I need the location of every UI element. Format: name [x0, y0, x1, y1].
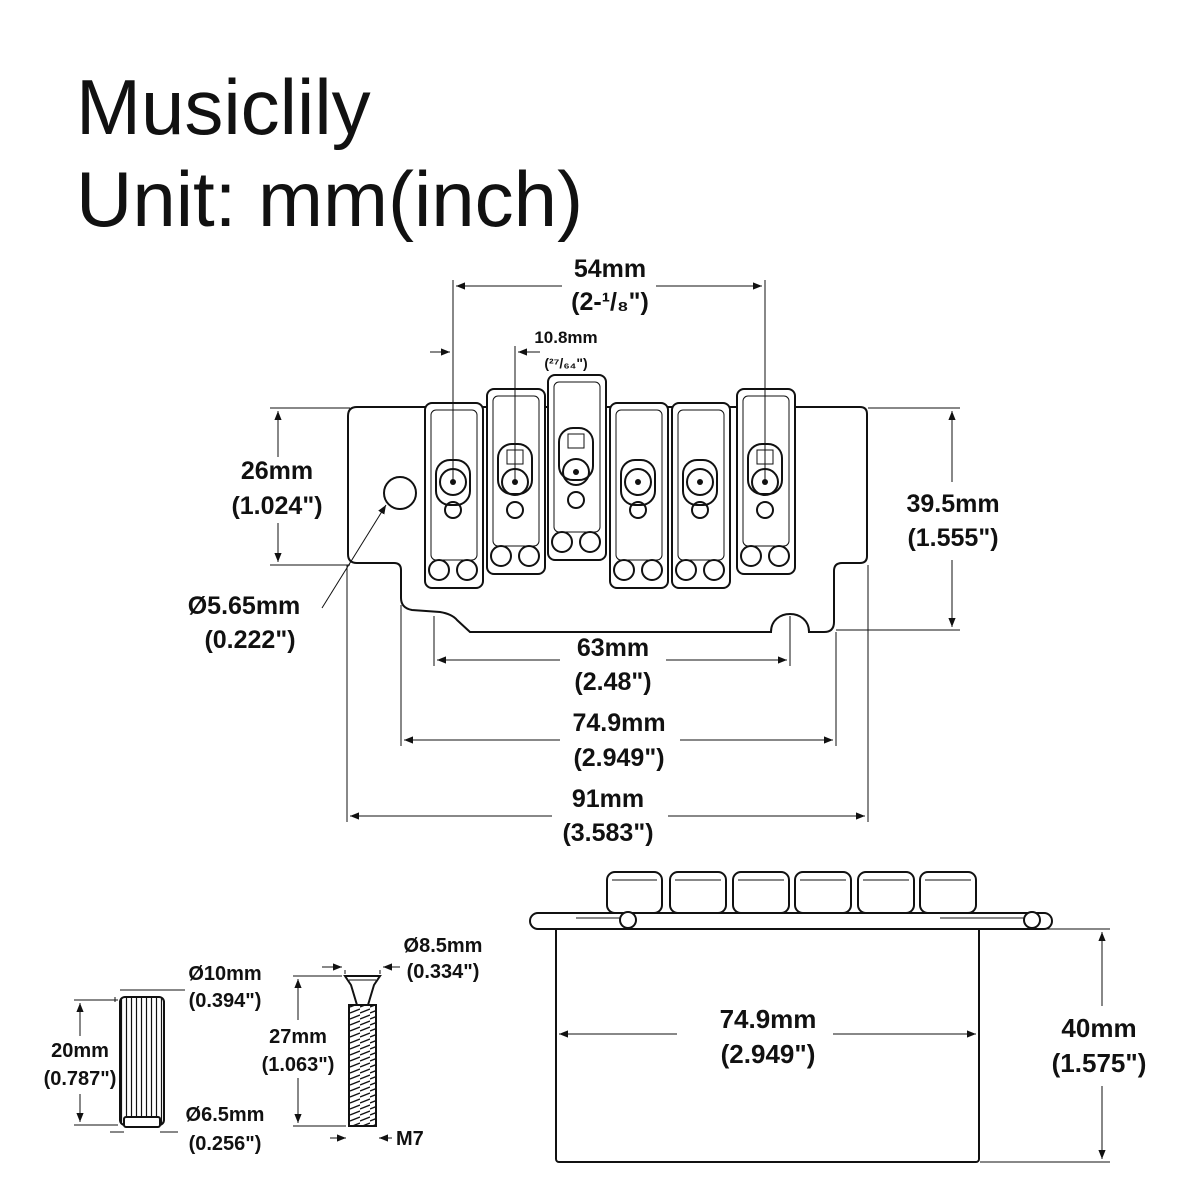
hole-spacing-inch: (1.024")	[231, 492, 322, 520]
screw-length-mm: 27mm	[269, 1026, 327, 1048]
side-width-mm: 74.9mm	[720, 1004, 817, 1034]
stud-height-mm: 20mm	[51, 1040, 109, 1062]
stud-height-inch: (0.787")	[44, 1068, 117, 1090]
mounting-hole	[383, 476, 417, 510]
bridge-side-view	[529, 871, 1110, 1163]
bridge-top-view	[270, 280, 960, 822]
base-plate-outline	[347, 406, 868, 633]
string-spacing-inch: (2-¹/₈")	[571, 288, 649, 316]
screw-thread-label: M7	[396, 1128, 424, 1150]
hole-diameter-inch: (0.222")	[204, 626, 295, 654]
side-width-inch: (2.949")	[721, 1039, 816, 1069]
stud-drawing	[74, 989, 185, 1133]
dimension-lines	[270, 280, 960, 822]
brand-title: Musiclily	[76, 63, 371, 151]
saddle-5	[671, 402, 731, 589]
saddle-2	[486, 388, 546, 575]
side-height-mm: 40mm	[1061, 1013, 1136, 1043]
saddle-3	[547, 374, 607, 561]
saddle-4	[609, 402, 669, 589]
hole-spacing-mm: 26mm	[241, 457, 313, 485]
stud-top-diameter-mm: Ø10mm	[188, 963, 261, 985]
stud-bottom-diameter-mm: Ø6.5mm	[186, 1104, 265, 1126]
side-height-inch: (1.575")	[1052, 1048, 1147, 1078]
total-width-inch: (3.583")	[562, 819, 653, 847]
depth-mm: 39.5mm	[906, 490, 999, 518]
screw-head-diameter-inch: (0.334")	[407, 961, 480, 983]
stud-spacing-inch: (2.48")	[574, 668, 651, 696]
body-width-mm: 74.9mm	[572, 709, 665, 737]
saddle-width-inch: (²⁷/₆₄")	[544, 355, 587, 371]
hole-diameter-mm: Ø5.65mm	[188, 592, 301, 620]
stud-bottom-diameter-inch: (0.256")	[189, 1133, 262, 1155]
screw-drawing	[293, 963, 400, 1142]
unit-title: Unit: mm(inch)	[76, 155, 584, 243]
body-width-inch: (2.949")	[573, 744, 664, 772]
saddle-1	[424, 402, 484, 589]
screw-length-inch: (1.063")	[262, 1054, 335, 1076]
saddle-width-mm: 10.8mm	[534, 328, 597, 347]
saddle-6	[736, 388, 796, 575]
total-width-mm: 91mm	[572, 785, 644, 813]
string-spacing-mm: 54mm	[574, 255, 646, 283]
stud-spacing-mm: 63mm	[577, 634, 649, 662]
stud-top-diameter-inch: (0.394")	[189, 990, 262, 1012]
screw-head-diameter-mm: Ø8.5mm	[404, 935, 483, 957]
depth-inch: (1.555")	[907, 524, 998, 552]
